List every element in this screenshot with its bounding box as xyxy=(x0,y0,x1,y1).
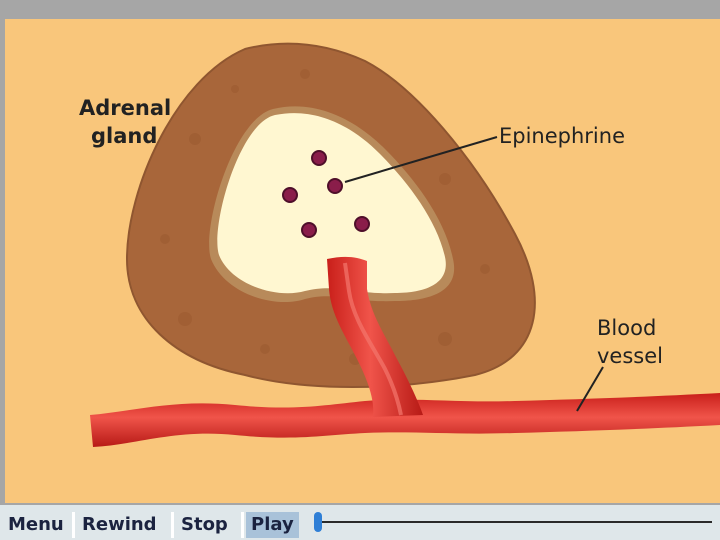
epinephrine-molecule xyxy=(327,178,343,194)
adrenal-gland-label-line1: Adrenal xyxy=(79,96,171,120)
epinephrine-molecule xyxy=(282,187,298,203)
control-divider xyxy=(241,512,244,538)
epinephrine-leader-line xyxy=(344,136,498,183)
stop-button[interactable]: Stop xyxy=(181,514,228,535)
blood-vessel-label-line1: Blood xyxy=(597,316,656,340)
playback-scrubber-thumb[interactable] xyxy=(314,512,322,532)
control-divider xyxy=(171,512,174,538)
menu-button[interactable]: Menu xyxy=(8,514,64,535)
epinephrine-molecules xyxy=(282,150,370,238)
epinephrine-label: Epinephrine xyxy=(499,124,625,148)
blood-vessel-main xyxy=(90,393,720,447)
blood-vessel-label-line2: vessel xyxy=(597,344,663,368)
epinephrine-molecule xyxy=(301,222,317,238)
adrenal-diagram: Adrenal gland Epinephrine Blood vessel xyxy=(5,19,720,503)
epinephrine-molecule xyxy=(354,216,370,232)
control-divider xyxy=(72,512,75,538)
rewind-button[interactable]: Rewind xyxy=(82,514,157,535)
epinephrine-molecule xyxy=(311,150,327,166)
window-frame: Adrenal gland Epinephrine Blood vessel xyxy=(0,0,720,505)
branch-highlight xyxy=(343,262,403,416)
adrenal-gland-label-line2: gland xyxy=(91,124,157,148)
adrenal-medulla xyxy=(217,113,446,294)
blood-vessel-leader-line xyxy=(576,366,604,412)
animation-stage: Adrenal gland Epinephrine Blood vessel xyxy=(5,19,720,503)
play-button[interactable]: Play xyxy=(246,512,299,538)
playback-scrubber-track[interactable] xyxy=(320,521,712,523)
cortex-texture xyxy=(160,69,490,365)
